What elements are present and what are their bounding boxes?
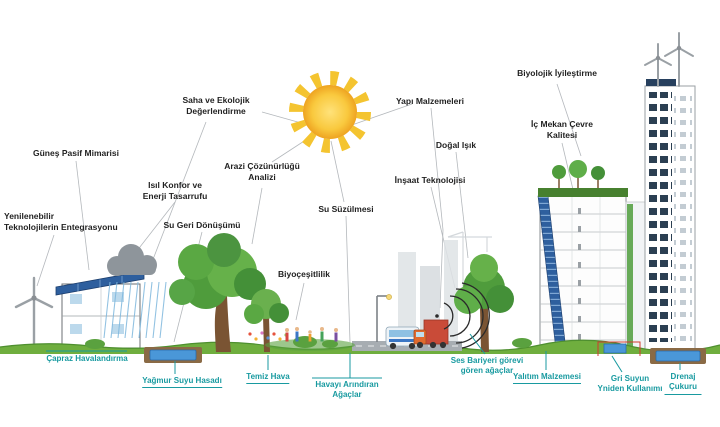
label-drenaj-cukuru: Drenaj Çukuru <box>664 372 702 395</box>
label-insaat-teknolojisi: İnşaat Teknolojisi <box>394 175 466 185</box>
label-capraz-havalandirma: Çapraz Havalandırma <box>46 354 128 363</box>
sun-icon <box>289 71 371 153</box>
bush-icon <box>85 336 532 351</box>
rain-cloud-icon <box>103 244 167 339</box>
feature-leader-lines <box>46 333 681 379</box>
flowers-icon <box>248 331 288 341</box>
tree-icon <box>454 254 514 352</box>
sound-wave-icon <box>435 282 490 349</box>
truck-icon <box>413 319 449 349</box>
label-gunes-pasif-mimarisi: Güneş Pasif Mimarisi <box>33 148 119 158</box>
wind-turbine-icon <box>14 276 54 348</box>
apartment-building-icon <box>537 160 628 351</box>
label-yenilenebilir-teknolojiler: Yenilenebilir Teknolojilerin Entegrasyon… <box>4 211 118 233</box>
bus-icon <box>385 326 420 350</box>
label-gri-suyun-kullanimi: Gri Suyun Yniden Kullanımı <box>597 374 663 394</box>
green-wall-building <box>625 201 646 351</box>
label-su-suzulmesi: Su Süzülmesi <box>318 204 374 214</box>
people-icon <box>285 327 338 342</box>
label-biyocesitlilik: Biyoçeşitlilik <box>278 269 330 279</box>
label-ses-bariyeri-agaclar: Ses Bariyeri görevi gören ağaçlar <box>450 356 524 376</box>
roof-garden-icon <box>552 160 605 188</box>
label-su-geri-donusumu: Su Geri Dönüşümü <box>163 220 241 230</box>
label-dogal-isik: Doğal Işık <box>435 140 477 150</box>
tree-icon <box>244 289 289 352</box>
label-yagmur-suyu-hasadi: Yağmur Suyu Hasadı <box>142 376 222 389</box>
label-biyolojik-iyilestirme: Biyolojik İyileştirme <box>517 68 597 78</box>
label-temiz-hava: Temiz Hava <box>246 372 290 385</box>
label-yalitim-malzemesi: Yalıtım Malzemesi <box>512 372 582 385</box>
label-havayi-arindiran-agaclar: Havayı Arındıran Ağaçlar <box>315 380 379 400</box>
label-isil-konfor-enerji: Isıl Konfor ve Enerji Tasarrufu <box>142 180 208 202</box>
wind-turbine-icon <box>644 32 694 87</box>
drainage-pit-icon <box>650 348 706 364</box>
water-tank-icon <box>144 347 202 363</box>
label-saha-ekolojik-degerlendirme: Saha ve Ekolojik Değerlendirme <box>182 95 250 117</box>
tower-icon <box>644 32 696 351</box>
greywater-icon <box>597 341 641 356</box>
street-lamp-icon <box>376 294 392 342</box>
label-yapi-malzemeleri: Yapı Malzemeleri <box>395 96 465 106</box>
label-arazi-cozunurlugu-analizi: Arazi Çözünürlüğü Analizi <box>224 161 300 183</box>
label-ic-mekan-cevre-kalitesi: İç Mekan Çevre Kalitesi <box>531 119 593 141</box>
